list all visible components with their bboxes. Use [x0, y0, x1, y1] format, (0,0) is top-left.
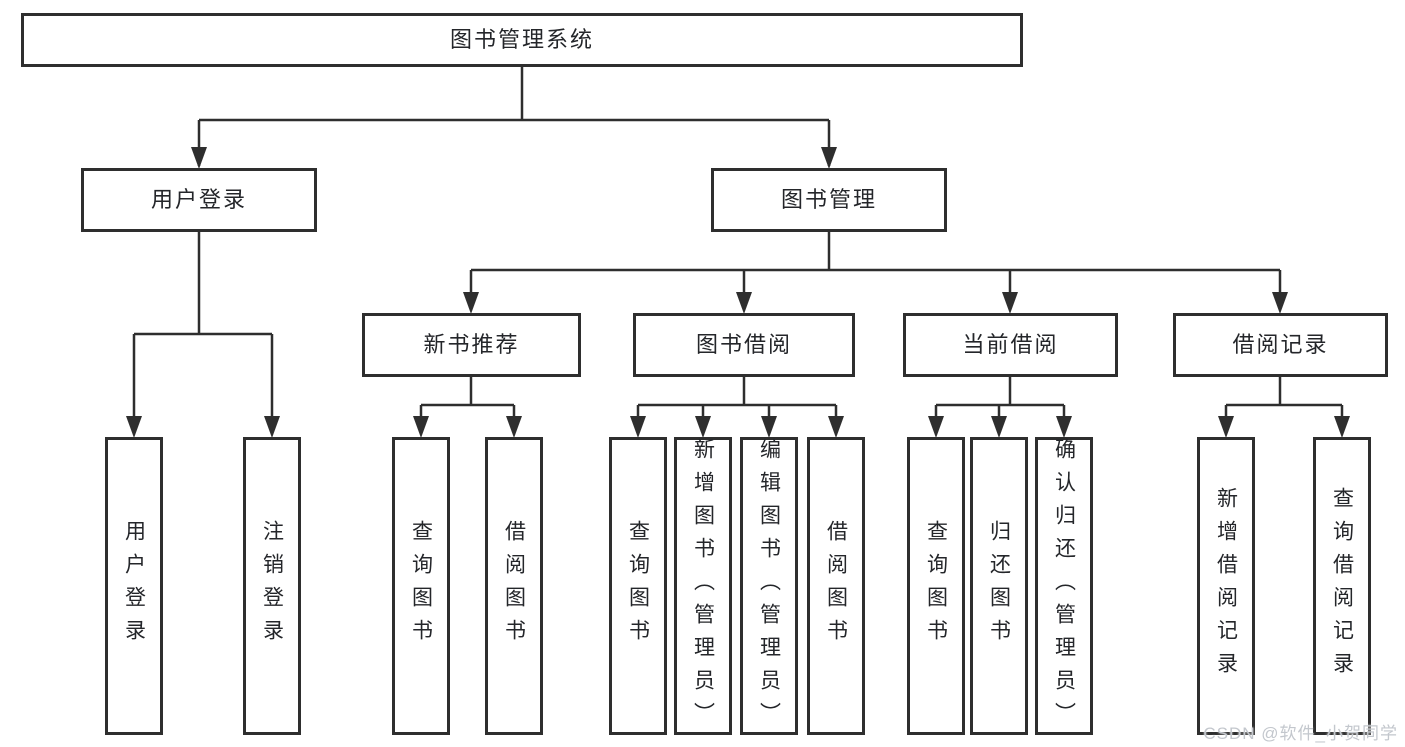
leaf-add-book-admin: 新增图书（管理员） — [674, 437, 732, 735]
leaf-borrow-book-recommend: 借阅图书 — [485, 437, 543, 735]
leaf-borrow-book-label: 借阅图书 — [824, 520, 848, 652]
leaf-borrow-book-recommend-label: 借阅图书 — [502, 520, 526, 652]
leaf-return-book-label: 归还图书 — [987, 520, 1011, 652]
leaf-confirm-return-admin-label: 确认归还（管理员） — [1052, 437, 1076, 735]
leaf-logout: 注销登录 — [243, 437, 301, 735]
leaf-query-book-recommend: 查询图书 — [392, 437, 450, 735]
leaf-borrow-book: 借阅图书 — [807, 437, 865, 735]
node-book-management: 图书管理 — [711, 168, 947, 232]
node-book-borrowing: 图书借阅 — [633, 313, 855, 377]
leaf-query-book-borrowing: 查询图书 — [609, 437, 667, 735]
leaf-query-borrow-record-label: 查询借阅记录 — [1330, 487, 1354, 685]
arrowheads — [126, 147, 1350, 438]
leaf-query-borrow-record: 查询借阅记录 — [1313, 437, 1371, 735]
leaf-user-login-label: 用户登录 — [122, 520, 146, 652]
leaf-query-book-recommend-label: 查询图书 — [409, 520, 433, 652]
leaf-return-book: 归还图书 — [970, 437, 1028, 735]
leaf-add-borrow-record-label: 新增借阅记录 — [1214, 487, 1238, 685]
leaf-edit-book-admin-label: 编辑图书（管理员） — [757, 437, 781, 735]
node-borrowing-records: 借阅记录 — [1173, 313, 1388, 377]
node-user-login: 用户登录 — [81, 168, 317, 232]
leaf-confirm-return-admin: 确认归还（管理员） — [1035, 437, 1093, 735]
node-current-borrowing: 当前借阅 — [903, 313, 1118, 377]
leaf-add-book-admin-label: 新增图书（管理员） — [691, 437, 715, 735]
leaf-edit-book-admin: 编辑图书（管理员） — [740, 437, 798, 735]
csdn-watermark: CSDN @软件_小贺同学 — [1203, 724, 1398, 743]
leaf-user-login: 用户登录 — [105, 437, 163, 735]
leaf-query-book-current-label: 查询图书 — [924, 520, 948, 652]
leaf-logout-label: 注销登录 — [260, 520, 284, 652]
leaf-query-book-borrowing-label: 查询图书 — [626, 520, 650, 652]
node-library-management-system: 图书管理系统 — [21, 13, 1023, 67]
leaf-query-book-current: 查询图书 — [907, 437, 965, 735]
leaf-add-borrow-record: 新增借阅记录 — [1197, 437, 1255, 735]
node-new-book-recommend: 新书推荐 — [362, 313, 581, 377]
